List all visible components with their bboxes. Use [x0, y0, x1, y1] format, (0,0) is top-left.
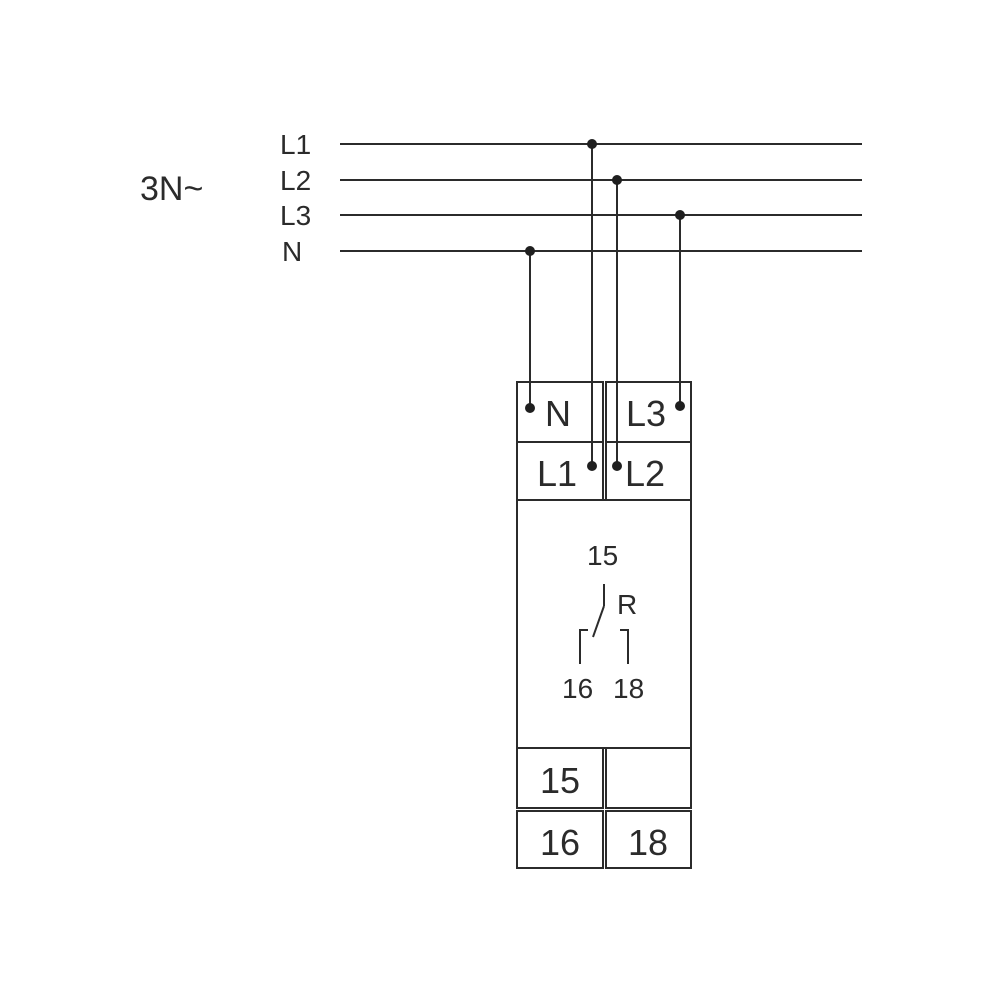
terminal-box-l2 [605, 441, 692, 501]
relay-nc-contact [579, 629, 588, 664]
terminal-label-n: N [545, 393, 571, 434]
junction-dot-l3 [675, 210, 685, 220]
relay-name-label: R [617, 589, 637, 620]
relay-no-contact [620, 629, 629, 664]
relay-common-label: 15 [587, 540, 618, 571]
terminal-dot-n [525, 403, 535, 413]
terminal-label-18: 18 [628, 822, 668, 863]
line-label-l3: L3 [280, 200, 311, 231]
relay-nc-label: 16 [562, 673, 593, 704]
terminal-dot-l3 [675, 401, 685, 411]
terminal-label-16: 16 [540, 822, 580, 863]
terminal-box-16 [516, 810, 604, 869]
line-label-l2: L2 [280, 165, 311, 196]
line-label-l1: L1 [280, 129, 311, 160]
device-body [516, 499, 692, 749]
terminal-label-l2: L2 [625, 453, 665, 494]
junction-dot-n [525, 246, 535, 256]
line-label-n: N [282, 236, 302, 267]
terminal-dot-l1 [587, 461, 597, 471]
junction-dot-l1 [587, 139, 597, 149]
terminal-box-l1 [516, 441, 604, 501]
relay-contact-blade [592, 605, 605, 638]
terminal-box-18 [605, 810, 692, 869]
terminal-dot-l2 [612, 461, 622, 471]
terminal-box-15 [516, 747, 604, 809]
system-label: 3N~ [140, 170, 203, 208]
terminal-label-15: 15 [540, 760, 580, 801]
relay-no-label: 18 [613, 673, 644, 704]
junction-dot-l2 [612, 175, 622, 185]
terminal-label-l1: L1 [537, 453, 577, 494]
terminal-label-l3: L3 [626, 393, 666, 434]
terminal-box-empty [605, 747, 692, 809]
